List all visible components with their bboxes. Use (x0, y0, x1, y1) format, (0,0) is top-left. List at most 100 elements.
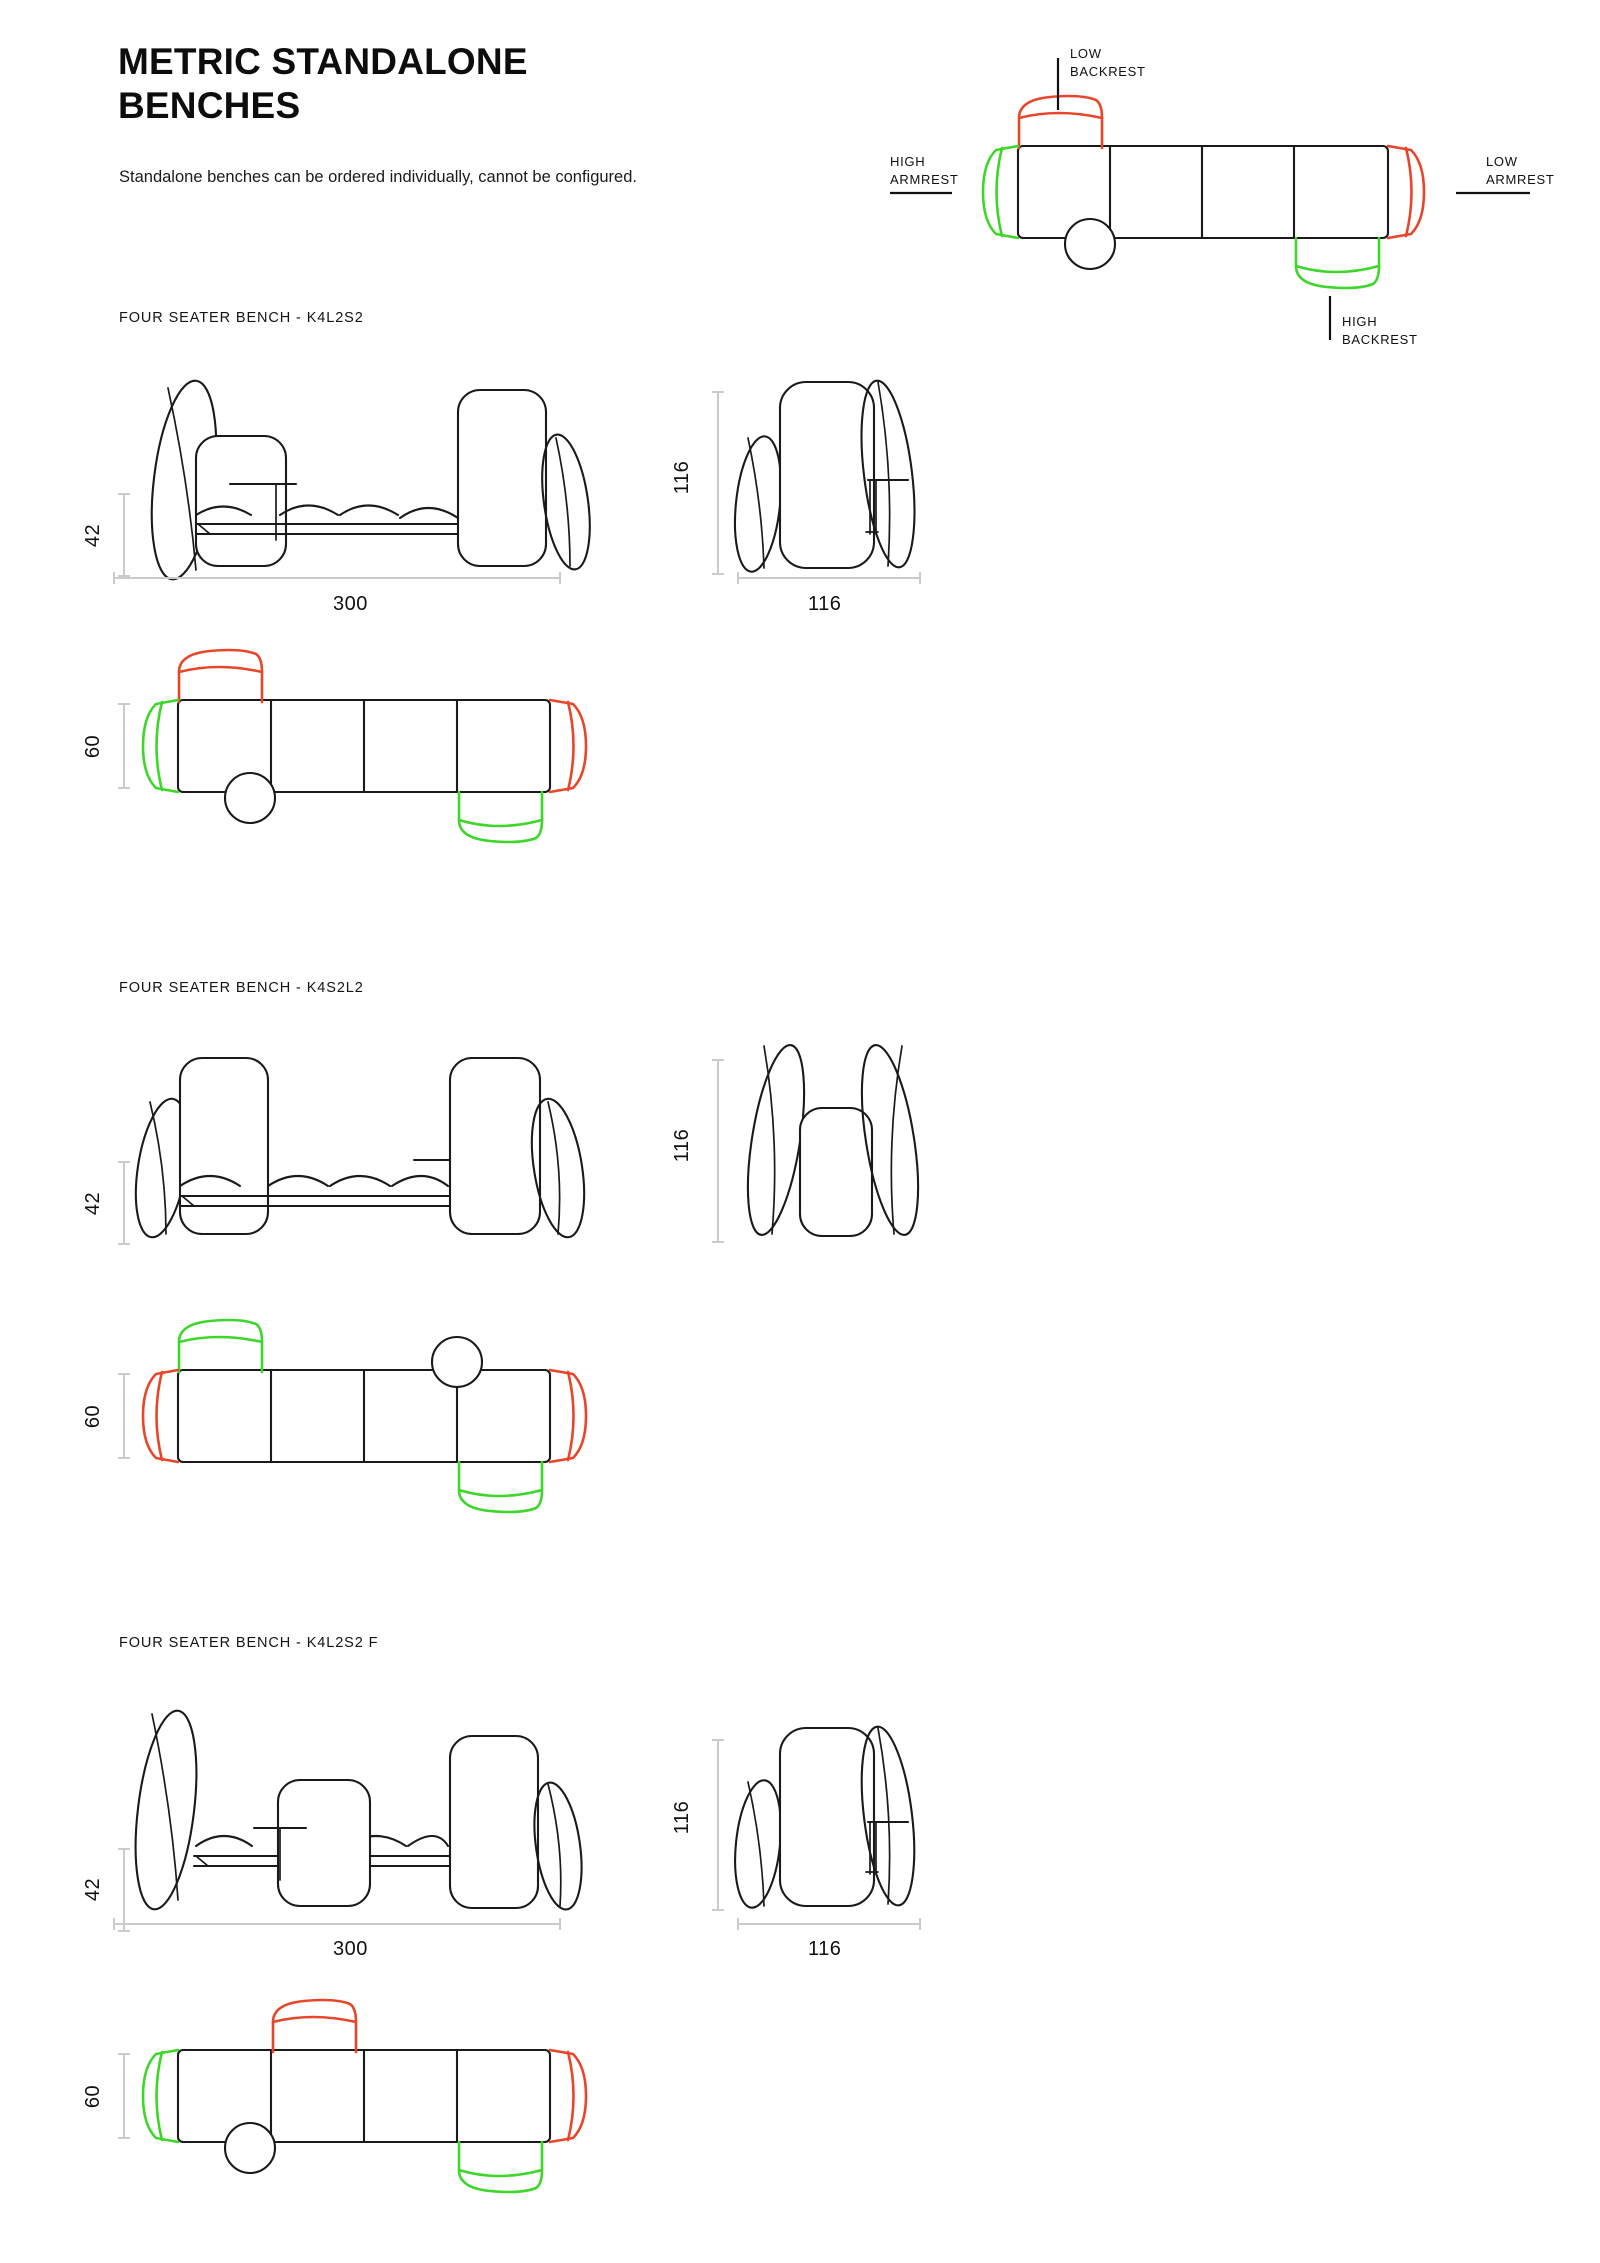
seat-cushions (178, 1175, 452, 1208)
seat-cushions (194, 504, 460, 536)
side-table-tray (865, 1820, 910, 1875)
dim-label-60-product-2: 60 (82, 1404, 105, 1429)
dim-label-300-product-3: 300 (333, 1938, 368, 1960)
dim-height-116-product-2 (710, 1056, 726, 1246)
dim-height-42-product-1 (116, 490, 132, 580)
plan-low-backrest-top (271, 1998, 358, 2054)
armrest-oval-right (533, 1781, 583, 1911)
product-3-side-view (728, 1720, 928, 1910)
dim-width-300-product-3 (110, 1916, 570, 1932)
product-2-plan-view (136, 1318, 606, 1530)
product-label-3: FOUR SEATER BENCH - K4L2S2 F (119, 1635, 379, 1651)
callout-low-armrest-line2: ARMREST (1486, 172, 1554, 187)
plan-low-armrest-right (548, 698, 588, 794)
high-backrest-block-left (178, 1056, 270, 1236)
plan-low-backrest-top (177, 648, 264, 704)
plan-table-circle (223, 771, 277, 825)
side-backrest-block (778, 380, 876, 570)
dim-height-42-product-3 (116, 1845, 132, 1935)
dim-label-116-w-product-3: 116 (808, 1938, 842, 1960)
legend-bench-body (1016, 144, 1390, 240)
dim-height-116-product-3 (710, 1736, 726, 1914)
callout-high-armrest: HIGH ARMREST (890, 154, 958, 195)
table-tray (252, 1826, 308, 1881)
plan-table-circle (430, 1335, 484, 1389)
high-backrest-block (448, 1734, 540, 1910)
dim-depth-60-product-2 (116, 1370, 132, 1462)
callout-high-backrest: HIGH BACKREST (1328, 296, 1418, 347)
armrest-oval-right (541, 433, 591, 571)
high-backrest-block-right (448, 1056, 542, 1236)
dim-label-116-h-product-3: 116 (671, 1800, 694, 1835)
callout-high-armrest-line1: HIGH (890, 154, 925, 169)
armrest-oval-right (530, 1097, 586, 1239)
page-title-line-2: BENCHES (118, 84, 301, 126)
plan-bench-body (176, 1368, 552, 1464)
product-1-front-view (118, 372, 618, 582)
dim-height-116-product-1 (710, 388, 726, 578)
dim-label-300-product-1: 300 (333, 593, 368, 615)
side-armrest-oval-left (734, 1779, 782, 1909)
plan-high-backrest-bottom (457, 1460, 544, 1514)
legend-table-circle (1063, 217, 1117, 271)
product-1-side-view (728, 372, 928, 573)
product-1-plan-view (136, 648, 606, 860)
side-armrest-oval-right (860, 1725, 916, 1907)
product-3-plan-view (136, 1998, 606, 2210)
plan-high-backrest-top (177, 1318, 264, 1374)
dim-width-116-product-3 (734, 1916, 924, 1932)
plan-high-backrest-bottom (457, 790, 544, 844)
plan-bench-body (176, 698, 552, 794)
legend-high-backrest (1294, 236, 1381, 290)
dim-label-60-product-3: 60 (82, 2084, 105, 2109)
plan-bench-body (176, 2048, 552, 2144)
product-2-side-view (730, 1040, 930, 1240)
side-backrest-block (798, 1106, 874, 1238)
side-backrest-block (778, 1726, 876, 1908)
side-armrest-oval-left (733, 435, 783, 573)
callout-high-armrest-line2: ARMREST (890, 172, 958, 187)
plan-table-circle (223, 2121, 277, 2175)
plan-high-armrest-left (141, 2048, 180, 2144)
callout-high-backrest-line1: HIGH (1342, 314, 1377, 329)
page-title-line-1: METRIC STANDALONE (118, 41, 528, 82)
callout-low-armrest-line1: LOW (1486, 154, 1518, 169)
low-backrest-block (194, 434, 288, 568)
side-armrest-oval-right (860, 1044, 920, 1236)
plan-low-armrest-right (548, 1368, 588, 1464)
side-table-tray (865, 478, 910, 535)
low-backrest-block (276, 1778, 372, 1908)
page-subtitle: Standalone benches can be ordered indivi… (119, 168, 637, 186)
dim-depth-60-product-3 (116, 2050, 132, 2142)
callout-high-backrest-line2: BACKREST (1342, 332, 1418, 347)
dim-width-300-product-1 (110, 570, 570, 586)
product-label-2: FOUR SEATER BENCH - K4S2L2 (119, 980, 364, 996)
dim-label-42-product-3: 42 (82, 1877, 105, 1902)
dim-height-42-product-2 (116, 1158, 132, 1248)
callout-low-backrest: LOW BACKREST (1056, 46, 1146, 110)
product-3-front-view (118, 1698, 618, 1911)
table-tray (228, 482, 298, 541)
armrest-oval-left (134, 1709, 198, 1911)
side-armrest-oval-right (860, 379, 916, 569)
legend-low-backrest (1017, 94, 1104, 150)
product-2-front-view (118, 1040, 618, 1250)
callout-low-backrest-line1: LOW (1070, 46, 1102, 61)
plan-high-armrest-left (141, 698, 180, 794)
plan-high-backrest-bottom (457, 2140, 544, 2194)
plan-low-armrest-right (548, 2048, 588, 2144)
page-title: METRIC STANDALONE BENCHES (118, 40, 678, 127)
dim-label-42-product-1: 42 (82, 523, 105, 548)
dim-label-42-product-2: 42 (82, 1191, 105, 1216)
dim-label-60-product-1: 60 (82, 734, 105, 759)
high-backrest-block (456, 388, 548, 568)
callout-low-armrest: LOW ARMREST (1456, 154, 1554, 195)
dim-label-116-h-product-1: 116 (671, 460, 694, 495)
legend-low-armrest (1386, 144, 1426, 240)
callout-low-backrest-line2: BACKREST (1070, 64, 1146, 79)
product-label-1: FOUR SEATER BENCH - K4L2S2 (119, 310, 364, 326)
dim-label-116-h-product-2: 116 (671, 1128, 694, 1163)
plan-low-armrest-left (141, 1368, 180, 1464)
dim-width-116-product-1 (734, 570, 924, 586)
